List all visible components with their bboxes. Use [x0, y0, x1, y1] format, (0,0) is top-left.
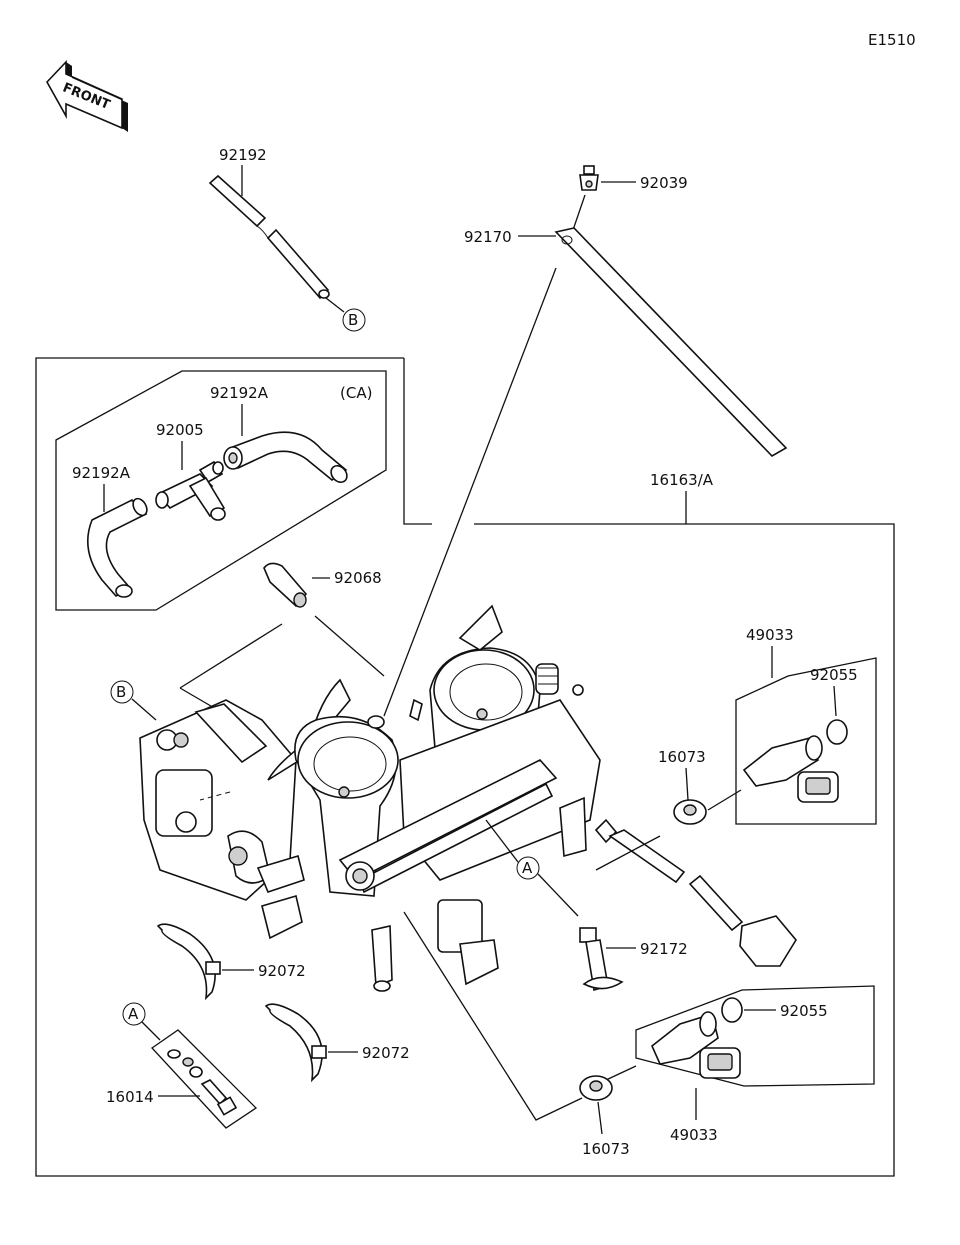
ref-marker-b-top-label: B	[348, 311, 358, 329]
ref-marker-a-left	[122, 1002, 146, 1026]
diagram-code: E1510	[868, 31, 916, 49]
ref-marker-a-left-label: A	[128, 1005, 139, 1023]
adjuster-16014	[167, 1049, 238, 1116]
ref-marker-b-left	[110, 680, 134, 704]
sensor-cable	[594, 818, 797, 967]
callout-49033-top: 49033	[746, 626, 794, 644]
ref-marker-a-center-label: A	[522, 859, 533, 877]
callout-16073-mid: 16073	[658, 748, 706, 766]
o-ring-92055-top	[826, 719, 848, 745]
region-note-ca: (CA)	[340, 384, 372, 402]
callout-92072-upper: 92072	[258, 962, 306, 980]
callout-92172: 92172	[640, 940, 688, 958]
o-ring-92055-bottom	[721, 997, 743, 1023]
assembly-frame	[35, 357, 895, 1177]
hose-92192	[208, 174, 330, 300]
callout-92072-lower: 92072	[362, 1044, 410, 1062]
injector-box-top	[735, 657, 877, 825]
cap-92068	[263, 562, 308, 608]
callout-92192a-top: 92192A	[210, 384, 269, 402]
callout-92055-top: 92055	[810, 666, 858, 684]
injector-box-bottom	[635, 985, 875, 1087]
callout-92068: 92068	[334, 569, 382, 587]
callout-16014: 16014	[106, 1088, 154, 1106]
callout-92192: 92192	[219, 146, 267, 164]
tee-fitting-92005	[155, 460, 226, 521]
ref-marker-b-top	[342, 308, 366, 332]
band-92072-upper	[156, 923, 221, 1001]
band-92170	[554, 227, 788, 458]
callout-49033-bottom: 49033	[670, 1126, 718, 1144]
clip-92039	[579, 165, 599, 191]
injector-49033-bottom	[651, 1011, 741, 1079]
throttle-body-assembly	[139, 604, 601, 992]
callout-16073-bottom: 16073	[582, 1140, 630, 1158]
ca-subassembly-box	[55, 370, 387, 611]
ref-marker-a-center	[516, 856, 540, 880]
callout-92192a-left: 92192A	[72, 464, 131, 482]
screw-92172	[579, 927, 624, 992]
adjuster-kit-box	[151, 1029, 258, 1129]
grommet-16073-mid	[673, 799, 707, 825]
ref-marker-b-left-label: B	[116, 683, 126, 701]
hose-92192a-upper	[223, 431, 348, 484]
callout-92170: 92170	[464, 228, 512, 246]
callout-92055-bottom: 92055	[780, 1002, 828, 1020]
callout-92005: 92005	[156, 421, 204, 439]
hose-92192a-lower	[86, 497, 148, 598]
front-arrow-icon: FRONT	[46, 59, 128, 132]
injector-49033-top	[742, 735, 839, 803]
grommet-16073-bottom	[579, 1075, 613, 1101]
band-92072-lower	[264, 1003, 327, 1083]
callout-92039: 92039	[640, 174, 688, 192]
callout-16163a: 16163/A	[650, 471, 714, 489]
